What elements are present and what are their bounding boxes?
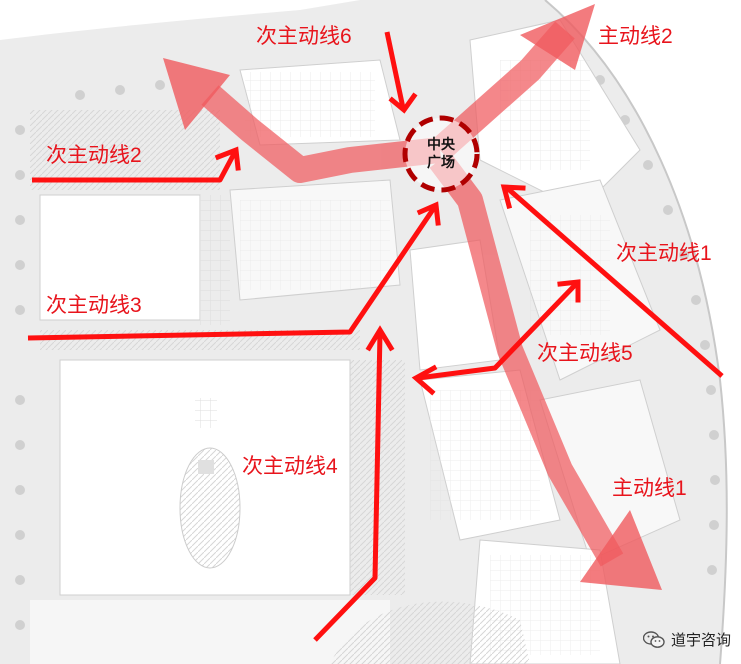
central-plaza-label: 中央 广场 <box>416 136 466 172</box>
watermark: 道宇咨询 <box>642 629 731 650</box>
label-secondary-route-5: 次主动线5 <box>537 342 633 365</box>
watermark-text: 道宇咨询 <box>670 631 731 649</box>
stair-block <box>195 398 217 428</box>
wechat-icon <box>642 630 665 649</box>
secondary-routes <box>27 31 724 642</box>
secondary-route-4-path <box>313 332 383 642</box>
label-main-route-1: 主动线1 <box>612 477 687 500</box>
central-plaza-line2: 广场 <box>427 155 455 171</box>
building-west <box>39 194 201 321</box>
tree-row <box>15 75 720 630</box>
top-road <box>0 0 360 40</box>
central-plaza-ring <box>402 115 480 193</box>
label-secondary-route-3: 次主动线3 <box>46 294 142 317</box>
south-road <box>30 600 390 664</box>
arrowhead-sec-4 <box>365 325 395 352</box>
label-secondary-route-4: 次主动线4 <box>242 455 338 478</box>
arrowhead-sec-6 <box>388 92 418 114</box>
label-main-route-2: 主动线2 <box>598 25 673 48</box>
main-route-arrowheads <box>163 4 662 590</box>
small-block <box>198 460 214 474</box>
arrowhead-main-2 <box>520 4 595 70</box>
arrowhead-sec-5b <box>557 279 581 303</box>
arrowhead-main-1 <box>580 510 662 590</box>
secondary-route-2-path <box>32 148 239 183</box>
secondary-route-6-path <box>384 31 406 109</box>
roof-grid <box>245 72 375 137</box>
oval-feature <box>179 447 241 569</box>
label-secondary-route-6: 次主动线6 <box>256 25 352 48</box>
outer-road <box>545 0 741 664</box>
parking-strip <box>200 195 230 325</box>
secondary-route-1-path <box>504 185 724 378</box>
roof-grid-cw <box>240 200 390 290</box>
central-plaza-line1: 中央 <box>427 137 455 153</box>
arrowhead-sec-1 <box>500 184 526 210</box>
arrowhead-sec-5a <box>411 364 438 396</box>
south-plaza <box>330 601 530 664</box>
secondary-route-5-path <box>417 280 580 381</box>
secondary-arrowheads <box>214 92 581 396</box>
arrowhead-sec-3 <box>416 201 441 226</box>
label-secondary-route-1: 次主动线1 <box>616 242 712 265</box>
secondary-route-3-path <box>27 203 439 341</box>
main-route-northwest <box>201 85 442 183</box>
arrowhead-sec-2 <box>214 146 241 171</box>
arrowhead-northwest <box>163 58 230 130</box>
road-edge <box>544 0 728 664</box>
label-secondary-route-2: 次主动线2 <box>46 144 142 167</box>
